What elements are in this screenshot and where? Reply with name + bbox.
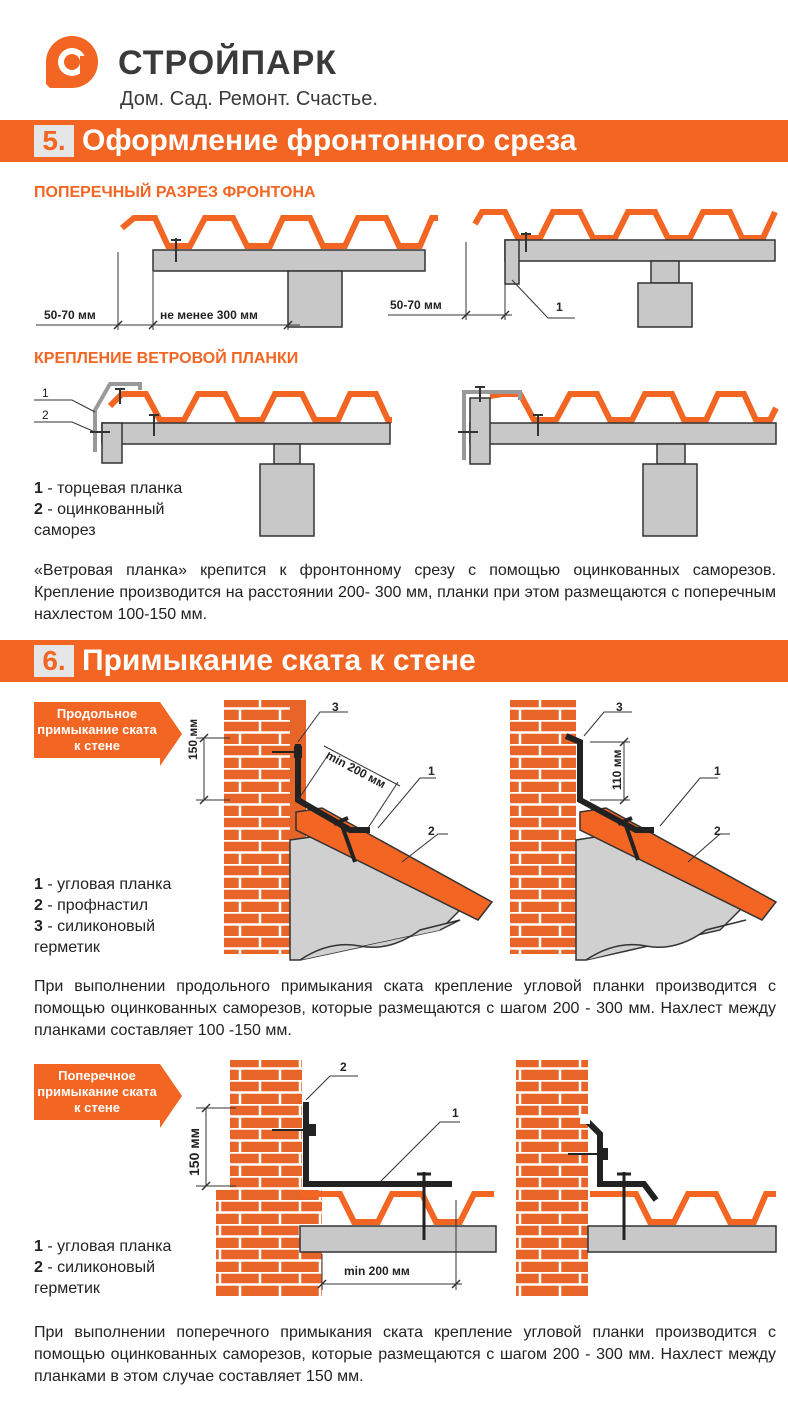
- logo-icon: [46, 36, 98, 88]
- wind-board-right: [458, 386, 779, 537]
- legend-item: 1 - торцевая планка: [34, 480, 183, 497]
- transverse-tag-arrow: [160, 1064, 182, 1128]
- section-6-title: Примыкание ската к стене: [82, 644, 476, 677]
- section-5-number: 5.: [34, 125, 74, 157]
- callout-3-right: 3: [616, 700, 623, 714]
- wind-board-heading: КРЕПЛЕНИЕ ВЕТРОВОЙ ПЛАНКИ: [34, 350, 299, 367]
- callout-2-right: 2: [714, 824, 721, 838]
- longitudinal-legend: 1 - угловая планка 2 - профнастил 3 - си…: [34, 874, 194, 958]
- callout-1-wind: 1: [42, 386, 49, 400]
- callout-2-left: 2: [428, 824, 435, 838]
- callout-1-cross: 1: [556, 300, 563, 314]
- legend-item: 1 - угловая планка: [34, 876, 172, 893]
- dim-overhang-right: 50-70 мм: [390, 298, 442, 312]
- section-6-banner: 6. Примыкание ската к стене: [0, 640, 788, 682]
- callout-3-left: 3: [332, 700, 339, 714]
- transverse-wall-right: [516, 1060, 777, 1296]
- brand-slogan: Дом. Сад. Ремонт. Счастье.: [120, 88, 378, 110]
- longitudinal-tag-arrow: [160, 702, 182, 766]
- legend-item: 2 - профнастил: [34, 897, 149, 914]
- dim-min-300: не менее 300 мм: [160, 308, 258, 322]
- dim-150-trans: 150 мм: [186, 1128, 202, 1176]
- callout-1-right: 1: [714, 764, 721, 778]
- transverse-tag: Поперечное примыкание ската к стене: [34, 1064, 160, 1120]
- wind-board-legend: 1 - торцевая планка 2 - оцинкованный сам…: [34, 478, 214, 541]
- callout-2-wind: 2: [42, 408, 49, 422]
- gable-section-right: [388, 209, 778, 328]
- longitudinal-wall-left: [196, 700, 494, 961]
- transverse-wall-left: [196, 1060, 497, 1296]
- legend-item: 3 - силиконовый герметик: [34, 918, 156, 956]
- longitudinal-tag: Продольное примыкание ската к стене: [34, 702, 160, 758]
- transverse-legend: 1 - угловая планка 2 - силиконовый герме…: [34, 1236, 194, 1299]
- legend-item: 2 - силиконовый герметик: [34, 1259, 156, 1297]
- wind-board-left: [34, 382, 392, 537]
- brand-name: СТРОЙПАРК: [118, 44, 338, 82]
- section-5-title: Оформление фронтонного среза: [82, 124, 577, 157]
- dim-150-long: 150 мм: [186, 718, 200, 760]
- callout-1-trans: 1: [452, 1106, 459, 1120]
- section-5-paragraph: «Ветровая планка» крепится к фронтонному…: [34, 562, 776, 623]
- section-6-number: 6.: [34, 645, 74, 677]
- dim-110-long: 110 мм: [610, 749, 624, 790]
- callout-2-trans: 2: [340, 1060, 347, 1074]
- longitudinal-paragraph: При выполнении продольного примыкания ск…: [34, 978, 776, 1039]
- gable-section-left: [36, 215, 438, 330]
- dim-overhang-left: 50-70 мм: [44, 308, 96, 322]
- callout-1-left: 1: [428, 764, 435, 778]
- legend-item: 2 - оцинкованный саморез: [34, 501, 165, 539]
- transverse-paragraph: При выполнении поперечного примыкания ск…: [34, 1324, 776, 1385]
- legend-item: 1 - угловая планка: [34, 1238, 172, 1255]
- section-5-banner: 5. Оформление фронтонного среза: [0, 120, 788, 162]
- longitudinal-wall-right: [510, 700, 778, 961]
- cross-section-heading: ПОПЕРЕЧНЫЙ РАЗРЕЗ ФРОНТОНА: [34, 184, 316, 201]
- dim-min-200-trans: min 200 мм: [344, 1264, 410, 1278]
